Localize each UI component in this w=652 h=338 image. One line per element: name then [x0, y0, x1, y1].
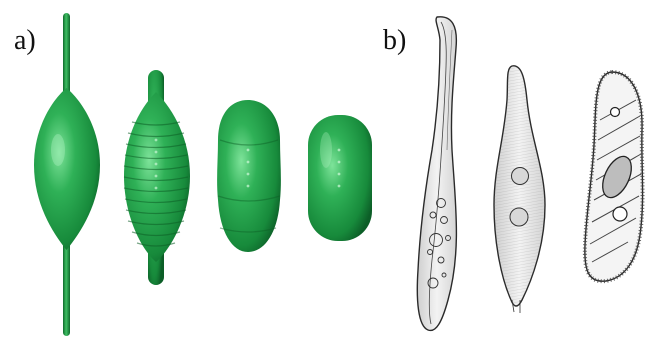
sketch-3-ciliated-oval-cell — [585, 72, 643, 281]
model-4-capsule — [308, 115, 372, 241]
sketch-1-elongated-cell — [417, 17, 456, 331]
model-1-spindle-with-rod — [34, 13, 100, 336]
model-3-ovoid-bumped — [217, 100, 281, 252]
sketch-2-fusiform-cell — [494, 66, 545, 313]
model-2-ribbed-spindle — [124, 70, 190, 285]
